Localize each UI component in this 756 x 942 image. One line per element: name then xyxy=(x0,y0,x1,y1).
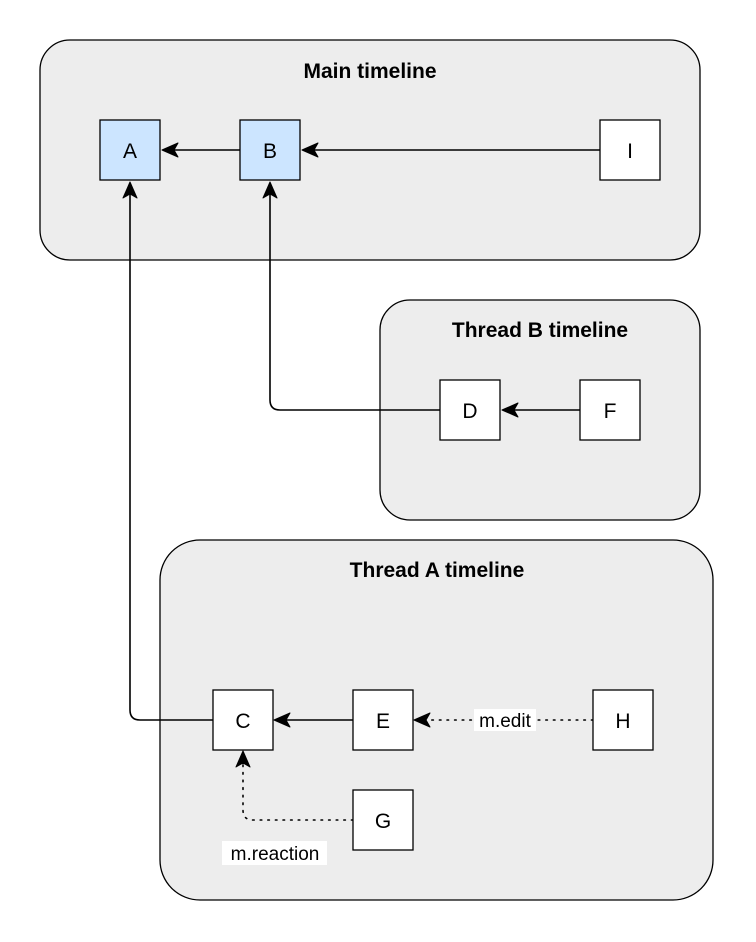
edge-label-m-edit: m.edit xyxy=(479,711,531,732)
node-i-box[interactable] xyxy=(599,119,661,181)
node-c-box[interactable] xyxy=(212,689,274,751)
node-d[interactable]: D xyxy=(439,379,501,441)
thread-b-timeline-title: Thread B timeline xyxy=(452,319,628,342)
node-f[interactable]: F xyxy=(579,379,641,441)
node-i[interactable]: I xyxy=(599,119,661,181)
nodes: A B I D F C E H xyxy=(99,119,661,851)
node-h[interactable]: H xyxy=(592,689,654,751)
edge-g-to-c xyxy=(242,761,354,821)
arrow-head-f-to-d xyxy=(501,402,519,418)
node-h-label: H xyxy=(615,710,630,733)
node-e[interactable]: E xyxy=(352,689,414,751)
arrow-head-d-to-b xyxy=(262,181,278,199)
node-i-label: I xyxy=(627,140,633,163)
arrow-head-b-to-a xyxy=(161,142,179,158)
edge-label-bg-m-edit xyxy=(474,709,536,731)
edges xyxy=(122,142,600,821)
node-f-box[interactable] xyxy=(579,379,641,441)
node-a[interactable]: A xyxy=(99,119,161,181)
arrow-head-h-to-e xyxy=(413,712,431,728)
node-a-label: A xyxy=(123,140,137,163)
arrow-head-g-to-c xyxy=(235,750,251,768)
node-c[interactable]: C xyxy=(212,689,274,751)
edge-label-m-reaction: m.reaction xyxy=(231,844,320,865)
node-g-label: G xyxy=(375,810,391,833)
node-c-label: C xyxy=(235,710,250,733)
node-e-label: E xyxy=(376,710,390,733)
main-timeline-title: Main timeline xyxy=(303,60,436,83)
node-f-label: F xyxy=(604,400,617,423)
edge-d-to-b xyxy=(269,192,440,411)
node-b[interactable]: B xyxy=(239,119,301,181)
arrow-head-c-to-a xyxy=(122,181,138,199)
node-b-label: B xyxy=(263,140,277,163)
node-d-box[interactable] xyxy=(439,379,501,441)
edge-label-bg-m-reaction xyxy=(222,841,327,865)
node-d-label: D xyxy=(462,400,477,423)
node-a-box[interactable] xyxy=(99,119,161,181)
arrow-head-e-to-c xyxy=(273,712,291,728)
edge-c-to-a xyxy=(129,192,213,721)
node-e-box[interactable] xyxy=(352,689,414,751)
thread-a-timeline-title: Thread A timeline xyxy=(350,559,525,582)
edge-labels: m.edit m.reaction xyxy=(222,709,536,865)
node-g-box[interactable] xyxy=(352,789,414,851)
node-g[interactable]: G xyxy=(352,789,414,851)
node-b-box[interactable] xyxy=(239,119,301,181)
arrow-head-i-to-b xyxy=(301,142,319,158)
node-h-box[interactable] xyxy=(592,689,654,751)
